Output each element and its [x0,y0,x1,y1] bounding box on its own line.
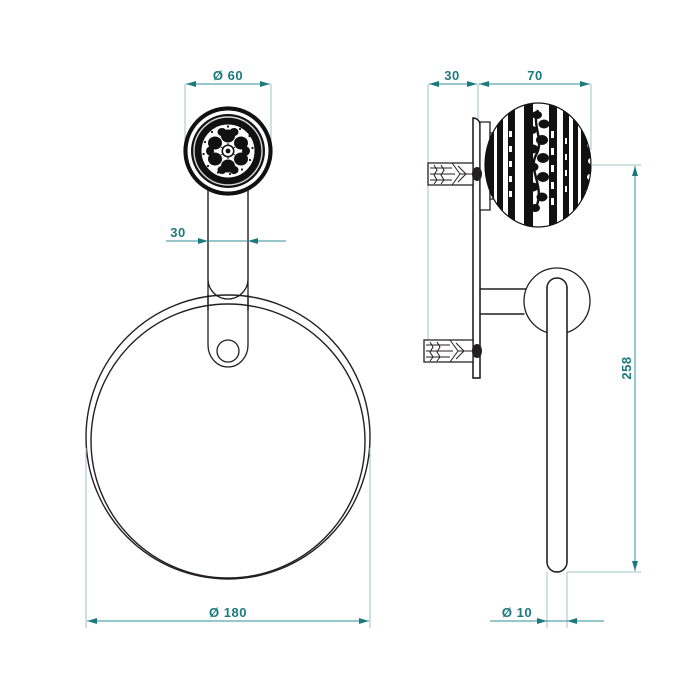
side-knob-assembly [484,102,592,228]
dim-line-rod-diameter [490,618,604,624]
rosette-motif [206,128,250,174]
vine-ornament [527,109,550,212]
dim-line-bracket-width [166,238,286,244]
dim-ext-knob-diameter [184,84,272,150]
front-bracket-body [207,278,249,368]
side-wall-anchor-lower [423,339,482,363]
ring-bracket-joint [207,294,249,311]
dim-label-rod-diameter: Ø 10 [502,605,532,620]
dim-ext-rod-diameter [546,572,568,628]
dim-label-ring-diameter: Ø 180 [209,605,247,620]
dim-label-total-height: 258 [619,356,634,379]
side-rod [546,277,568,573]
dim-ext-total-height [567,164,641,573]
dim-ext-ring-diameter [85,448,371,628]
dim-line-knob-depth [479,81,590,87]
dim-label-plate-depth: 30 [444,68,459,83]
front-knob-assembly [183,106,273,196]
dim-line-ring-diameter [87,618,369,624]
side-wall-anchor-upper [427,162,482,186]
dim-line-total-height [632,166,638,571]
dim-line-knob-diameter [186,81,270,87]
side-mounting-plate [472,117,481,379]
front-towel-ring [85,294,371,580]
dim-label-knob-depth: 70 [527,68,542,83]
dim-line-plate-depth [429,81,477,87]
dim-label-bracket-width: 30 [170,225,185,240]
side-bracket-arm [479,288,528,315]
dim-label-knob-diameter: Ø 60 [213,68,243,83]
front-bracket-stem [207,189,249,280]
